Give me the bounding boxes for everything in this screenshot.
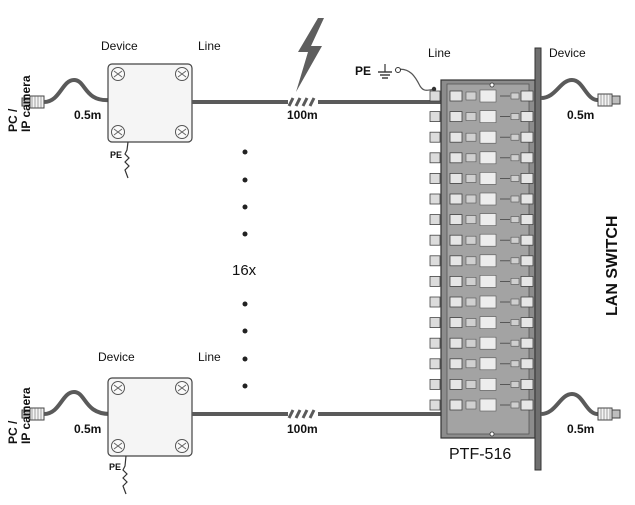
panel-port-row	[429, 378, 534, 391]
port-count-label: 16x	[232, 262, 257, 279]
product-name: PTF-516	[449, 446, 512, 463]
top-pc-label: PC / IP camera	[6, 75, 33, 133]
top-line-label: Line	[198, 39, 221, 53]
bottom-pc-label-line2: IP camera	[19, 387, 33, 445]
ground-icon	[378, 64, 392, 79]
bottom-line-length: 100m	[287, 422, 318, 436]
pe-label: PE	[355, 64, 372, 78]
ptf-516-panel	[429, 47, 542, 471]
lightning-icon	[296, 18, 324, 92]
panel-port-row	[429, 110, 534, 123]
panel-port-row	[429, 233, 534, 247]
top-device-label: Device	[101, 39, 138, 53]
top-line-cable	[192, 97, 455, 107]
switch-device-label: Device	[549, 46, 586, 60]
pe-terminal	[395, 67, 401, 73]
top-line-length: 100m	[287, 108, 318, 122]
top-switch-patch-cable	[540, 77, 601, 103]
lan-switch-label: LAN SWITCH	[604, 215, 621, 316]
bottom-line-cable	[192, 409, 455, 419]
bottom-switch-length: 0.5m	[567, 422, 595, 436]
panel-port-row	[429, 151, 534, 165]
panel-port-row	[429, 295, 534, 309]
panel-port-row	[429, 89, 534, 103]
panel-port-row	[429, 130, 534, 144]
panel-port-row	[429, 172, 534, 185]
panel-line-label: Line	[428, 46, 451, 60]
bottom-pe-wire	[122, 455, 128, 495]
panel-port-row	[429, 357, 534, 371]
pe-ground-wire	[394, 68, 437, 91]
rj45-connector-icon	[597, 93, 621, 107]
top-device-box	[107, 63, 193, 143]
rj45-connector-icon	[597, 407, 621, 421]
top-pe-wire	[124, 141, 130, 179]
bottom-pe-label: PE	[109, 462, 122, 472]
top-pe-label: PE	[110, 150, 123, 160]
top-pc-label-line2: IP camera	[19, 75, 33, 133]
bottom-pc-label: PC / IP camera	[6, 387, 33, 445]
panel-port-row	[429, 192, 534, 206]
bottom-pc-patch-cable	[43, 389, 111, 416]
top-pc-length: 0.5m	[74, 108, 102, 122]
panel-port-row	[429, 336, 534, 350]
ellipsis-dots	[242, 149, 248, 389]
panel-port-row	[429, 316, 534, 329]
bottom-line-label: Line	[198, 350, 221, 364]
bottom-device-label: Device	[98, 350, 135, 364]
panel-port-row	[429, 398, 534, 412]
bottom-device-box	[107, 377, 193, 457]
panel-port-row	[429, 275, 534, 288]
bottom-pc-length: 0.5m	[74, 422, 102, 436]
panel-port-row	[429, 254, 534, 268]
top-pc-patch-cable	[43, 77, 111, 104]
top-switch-length: 0.5m	[567, 108, 595, 122]
bottom-switch-patch-cable	[540, 391, 601, 417]
panel-port-row	[429, 213, 534, 226]
